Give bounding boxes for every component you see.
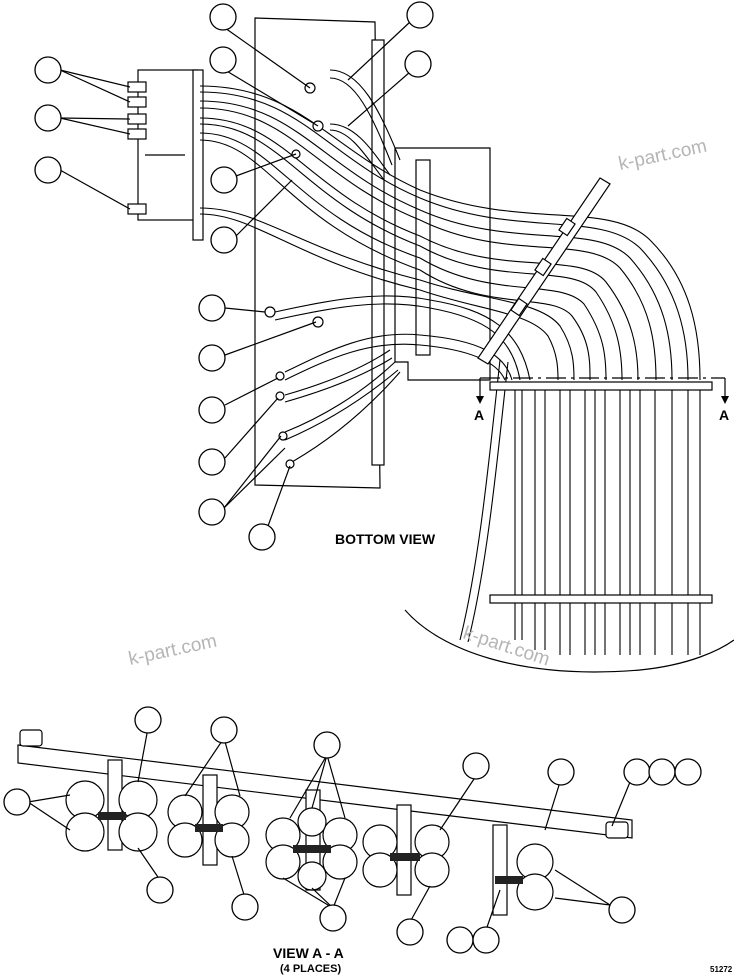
callout-balloon xyxy=(198,498,226,526)
clamp-group-2 xyxy=(167,774,250,866)
view-aa-title: VIEW A - A xyxy=(273,945,344,961)
callout-group-view-aa xyxy=(3,706,702,954)
clamp-group-5 xyxy=(492,824,554,916)
callout-balloon xyxy=(210,166,238,194)
diagonal-clamp-bar xyxy=(477,177,611,365)
callout-balloon xyxy=(648,758,676,786)
watermark: k-part.com xyxy=(617,136,709,175)
callout-balloon xyxy=(313,731,341,759)
callout-balloon xyxy=(446,926,474,954)
support-bar xyxy=(17,744,633,839)
callout-balloon xyxy=(248,523,276,551)
callout-balloon xyxy=(198,448,226,476)
callout-balloon xyxy=(198,294,226,322)
view-aa: VIEW A - A (4 PLACES) 51272 xyxy=(3,706,733,975)
clamp-group-4 xyxy=(362,804,450,896)
callout-balloon xyxy=(3,788,31,816)
hose-bundle-lower xyxy=(274,295,531,463)
callout-balloon xyxy=(198,344,226,372)
bottom-view: BOTTOM VIEW A A xyxy=(34,1,734,673)
view-aa-subtitle: (4 PLACES) xyxy=(280,963,341,975)
hose-bundle-vertical xyxy=(459,359,701,655)
section-line-aa xyxy=(476,377,729,404)
callout-balloon xyxy=(462,752,490,780)
callout-balloon xyxy=(209,3,237,31)
callout-balloon xyxy=(231,893,259,921)
clamp-bar-lower xyxy=(489,594,713,604)
cutaway-edge xyxy=(404,609,734,673)
clamp-bar-upper xyxy=(489,381,713,391)
callout-balloon xyxy=(396,918,424,946)
callout-balloon xyxy=(209,46,237,74)
section-marker-left: A xyxy=(474,407,484,423)
end-bolt-left xyxy=(19,729,43,747)
callout-group-bottom-view xyxy=(34,1,434,551)
callout-balloon xyxy=(34,56,62,84)
section-marker-right: A xyxy=(719,407,729,423)
callout-balloon xyxy=(608,896,636,924)
callout-balloon xyxy=(472,926,500,954)
bulkhead-bracket xyxy=(137,69,199,221)
callout-balloon xyxy=(319,904,347,932)
callout-balloon xyxy=(198,396,226,424)
callout-balloon xyxy=(404,50,432,78)
callout-balloon xyxy=(34,104,62,132)
callout-balloon xyxy=(34,156,62,184)
callout-balloon xyxy=(210,226,238,254)
callout-balloon xyxy=(547,758,575,786)
callout-balloon xyxy=(134,706,162,734)
callout-balloon xyxy=(406,1,434,29)
bracket-flange xyxy=(192,69,204,241)
callout-balloon xyxy=(210,716,238,744)
watermark: k-part.com xyxy=(127,631,219,670)
clamp-group-1 xyxy=(65,759,158,852)
drawing-number: 51272 xyxy=(710,965,733,974)
end-bolt-right xyxy=(605,821,629,839)
callout-balloon xyxy=(674,758,702,786)
callout-balloon xyxy=(623,758,651,786)
bottom-view-label: BOTTOM VIEW xyxy=(335,531,436,547)
hose-bundle-upper xyxy=(199,69,701,381)
clamp-group-3 xyxy=(265,789,358,891)
callout-balloon xyxy=(146,876,174,904)
